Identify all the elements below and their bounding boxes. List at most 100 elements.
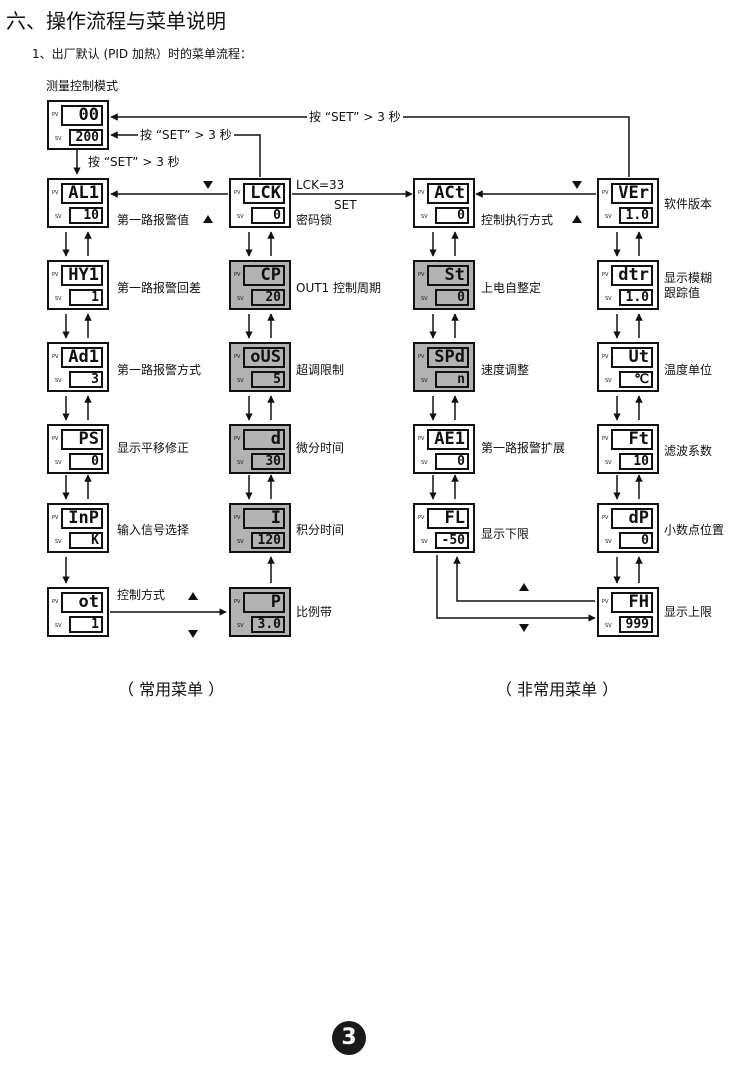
pv-tag: PV [602, 436, 609, 442]
sv-tag: SV [605, 296, 612, 302]
sv-value: n [435, 371, 469, 388]
menu-label: 积分时间 [296, 523, 345, 537]
menu-label: 速度调整 [481, 363, 530, 377]
menu-label: 控制方式 [117, 588, 166, 602]
sv-tag: SV [55, 296, 62, 302]
pv-value: d [243, 429, 285, 450]
sv-value: K [69, 532, 103, 549]
sv-value: -50 [435, 532, 469, 549]
sv-tag: SV [55, 623, 62, 629]
pv-value: dP [611, 508, 653, 529]
sv-tag: SV [237, 378, 244, 384]
set-label: SET [334, 198, 357, 212]
sv-value: 5 [251, 371, 285, 388]
pv-tag: PV [602, 190, 609, 196]
sv-tag: SV [605, 460, 612, 466]
menu-label: 第一路报警扩展 [481, 441, 566, 455]
pv-value: St [427, 265, 469, 286]
pv-tag: PV [602, 354, 609, 360]
menu-label: 超调限制 [296, 363, 345, 377]
menu-SPd: PV SV SPd n [413, 342, 475, 392]
pv-tag: PV [52, 436, 59, 442]
sv-tag: SV [421, 378, 428, 384]
pv-value: ot [61, 592, 103, 613]
set3s-top-label: 按 “SET” > 3 秒 [307, 110, 403, 125]
sv-tag: SV [55, 378, 62, 384]
sv-tag: SV [237, 460, 244, 466]
sv-value: 0 [435, 453, 469, 470]
pv-value: Ut [611, 347, 653, 368]
pv-tag: PV [602, 515, 609, 521]
menu-label: 输入信号选择 [117, 523, 190, 537]
sv-tag: SV [237, 214, 244, 220]
pv-tag: PV [418, 515, 425, 521]
pv-value: Ad1 [61, 347, 103, 368]
measure-display: PV SV 00 200 [47, 100, 109, 150]
set3s-down-label: 按 “SET” > 3 秒 [88, 155, 180, 169]
pv-tag: PV [52, 354, 59, 360]
menu-Ft: PV SV Ft 10 [597, 424, 659, 474]
sv-value: 0 [435, 289, 469, 306]
sv-value: 20 [251, 289, 285, 306]
sv-tag: SV [237, 623, 244, 629]
pv-tag: PV [52, 599, 59, 605]
pv-value: AE1 [427, 429, 469, 450]
menu-label: OUT1 控制周期 [296, 281, 382, 295]
sv-value: 10 [69, 207, 103, 224]
pv-tag: PV [418, 354, 425, 360]
sv-value: 0 [69, 453, 103, 470]
sv-tag: SV [421, 460, 428, 466]
pv-value: ACt [427, 183, 469, 204]
menu-label: 微分时间 [296, 441, 345, 455]
sv-tag: SV [605, 378, 612, 384]
caption-common-menu: （ 常用菜单 ） [118, 680, 225, 699]
menu-label: 控制执行方式 [481, 213, 554, 227]
pv-tag: PV [602, 272, 609, 278]
sv-tag: SV [605, 214, 612, 220]
menu-label: 密码锁 [296, 213, 333, 227]
sv-tag: SV [237, 539, 244, 545]
pv-value: Ft [611, 429, 653, 450]
pv-tag: PV [234, 190, 241, 196]
sv-value: 10 [619, 453, 653, 470]
menu-label: 显示平移修正 [117, 441, 190, 455]
pv-tag: PV [234, 515, 241, 521]
menu-label: 显示下限 [481, 527, 530, 541]
sv-value: 200 [69, 129, 103, 146]
sv-value: ℃ [619, 371, 653, 388]
pv-value: InP [61, 508, 103, 529]
pv-value: HY1 [61, 265, 103, 286]
pv-value: AL1 [61, 183, 103, 204]
pv-tag: PV [52, 515, 59, 521]
menu-label: 显示模糊跟踪值 [664, 271, 713, 300]
sv-tag: SV [55, 136, 62, 142]
sv-value: 1.0 [619, 289, 653, 306]
pv-tag: PV [234, 272, 241, 278]
pv-value: CP [243, 265, 285, 286]
pv-tag: PV [52, 112, 59, 118]
pv-value: SPd [427, 347, 469, 368]
menu-label: 第一路报警方式 [117, 363, 202, 377]
pv-tag: PV [418, 272, 425, 278]
sv-tag: SV [421, 296, 428, 302]
pv-value: FH [611, 592, 653, 613]
measure-mode-label: 测量控制模式 [46, 79, 119, 93]
pv-tag: PV [602, 599, 609, 605]
caption-uncommon-menu: （ 非常用菜单 ） [496, 680, 619, 699]
sv-value: 3 [69, 371, 103, 388]
pv-tag: PV [52, 272, 59, 278]
